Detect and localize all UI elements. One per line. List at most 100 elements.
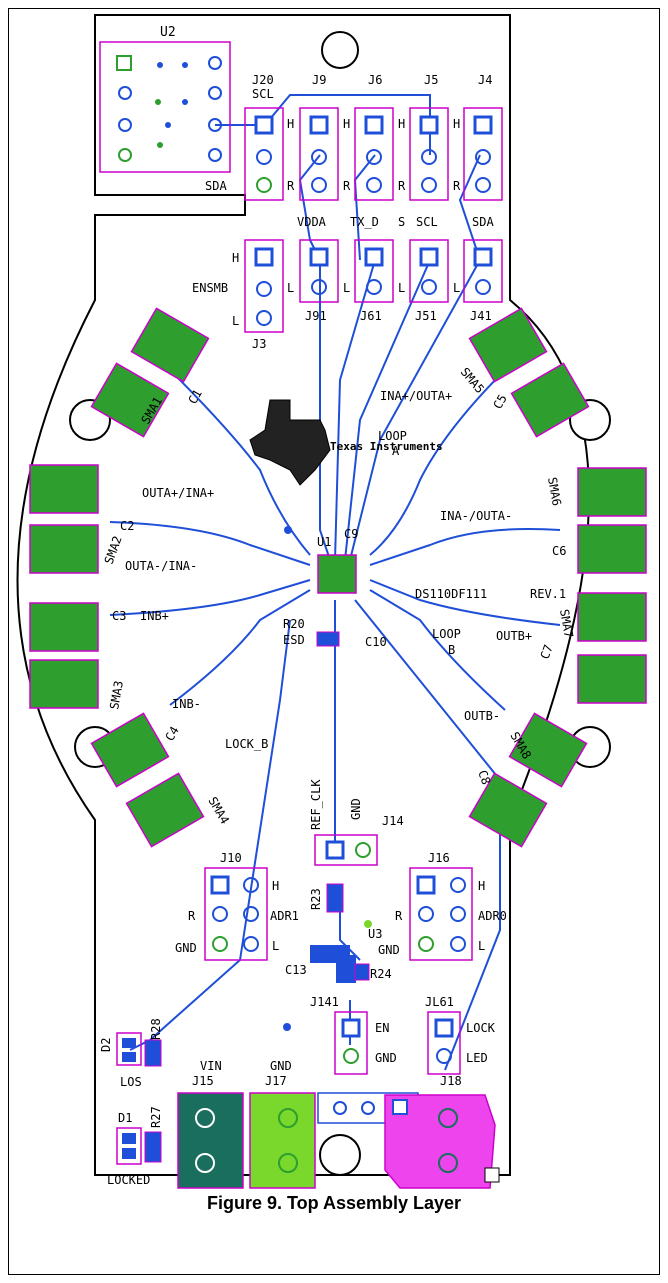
j3-pin3 — [256, 310, 272, 326]
j18-hole — [438, 1108, 458, 1128]
j61-outline — [354, 239, 394, 303]
r28-label: R28 — [149, 1018, 163, 1040]
sma8-connector: C8 SMA8 — [468, 712, 588, 848]
u2-outline — [99, 41, 231, 173]
j5-pin1 — [419, 115, 439, 135]
r24-part — [354, 963, 370, 981]
j4-pin1 — [473, 115, 493, 135]
j20-outline — [244, 107, 284, 201]
outb-pos-label: OUTB+ — [496, 629, 532, 643]
j3-pin1 — [254, 247, 274, 267]
j16-pin — [418, 936, 434, 952]
sma5-pad — [468, 307, 548, 383]
h-label: H — [272, 879, 279, 893]
j15-hole — [195, 1108, 215, 1128]
header-j5: J5 H R — [398, 73, 449, 201]
logo-text: Texas Instruments — [330, 440, 443, 453]
j4-pin2 — [475, 149, 491, 165]
ti-logo: Texas Instruments — [249, 399, 443, 486]
j6-pin1 — [364, 115, 384, 135]
j61-pin1 — [364, 247, 384, 267]
u2-via — [182, 62, 188, 68]
r23-part — [326, 883, 344, 913]
j18-pad — [384, 1094, 496, 1189]
c1-label: C1 — [185, 387, 204, 407]
u1-label: U1 — [317, 535, 331, 549]
header-j9: J9 H R — [287, 73, 339, 201]
j20-pin2 — [256, 149, 272, 165]
ina-outa-label: INA+/OUTA+ — [380, 389, 452, 403]
l-label: L — [398, 281, 405, 295]
d1-label: D1 — [118, 1111, 132, 1125]
scl-label: SCL — [252, 87, 274, 101]
h-label: H — [287, 117, 294, 131]
j6-label: J6 — [368, 73, 382, 87]
l-label: L — [287, 281, 294, 295]
en-label: EN — [375, 1021, 389, 1035]
j41-label: J41 — [470, 309, 492, 323]
l-label: L — [272, 939, 279, 953]
adr1-label: ADR1 — [270, 909, 299, 923]
sma1-pad — [130, 307, 210, 383]
j15-label: J15 — [192, 1074, 214, 1088]
h-label: H — [343, 117, 350, 131]
sma7-pad — [577, 654, 647, 704]
ina-outa-neg-label: INA-/OUTA- — [440, 509, 512, 523]
r-label: R — [398, 179, 406, 193]
ensmb-label: ENSMB — [192, 281, 228, 295]
c13-label: C13 — [285, 963, 307, 977]
j9-outline — [299, 107, 339, 201]
j91-pin1 — [309, 247, 329, 267]
mount-hole-top — [321, 31, 359, 69]
a-label: A — [392, 444, 400, 458]
header-j3: H ENSMB L J3 — [192, 239, 284, 351]
header-j6: J6 H R — [343, 73, 394, 201]
sma3-pad — [29, 659, 99, 709]
j10-pin — [243, 906, 259, 922]
header-pin — [333, 1101, 347, 1115]
u2-via — [157, 142, 163, 148]
outa-ina-neg-label: OUTA-/INA- — [125, 559, 197, 573]
via — [284, 526, 292, 534]
u2-pad — [208, 86, 222, 100]
j3-outline — [244, 239, 284, 333]
j51-pin2 — [421, 279, 437, 295]
j10-pin — [243, 877, 259, 893]
j10-pin — [212, 936, 228, 952]
gnd2-label: GND — [378, 943, 400, 957]
sma4-pad — [90, 712, 170, 788]
j6-pin3 — [366, 177, 382, 193]
h-label: H — [232, 251, 239, 265]
part-label: DS110DF111 — [415, 587, 487, 601]
j18-pin1 — [392, 1099, 408, 1115]
sma5-pad — [510, 362, 590, 438]
jl61-pin1 — [434, 1018, 454, 1038]
sma7-label: SMA7 — [557, 608, 576, 639]
sma3-connector: C3 SMA3 — [29, 602, 126, 711]
lock-label: LOCK — [466, 1021, 496, 1035]
j6-pin2 — [366, 149, 382, 165]
texas-state-shape-icon — [249, 399, 331, 486]
u3-via — [364, 920, 372, 928]
r23-label: R23 — [309, 888, 323, 910]
l-label: L — [478, 939, 485, 953]
loop-a-label: LOOP — [378, 429, 407, 443]
j17-hole — [278, 1108, 298, 1128]
gnd4-label: GND — [270, 1059, 292, 1073]
u2-pad — [208, 56, 222, 70]
j41-pin2 — [475, 279, 491, 295]
u1-body — [317, 554, 357, 594]
u3-pad — [336, 955, 356, 983]
d1-pad — [122, 1148, 136, 1159]
j3-pin2 — [256, 281, 272, 297]
u2-pad — [208, 118, 222, 132]
j61-label: J61 — [360, 309, 382, 323]
sma4-pad — [125, 772, 205, 848]
header-j4: J4 H R — [453, 73, 503, 201]
u3-label: U3 — [368, 927, 382, 941]
locked-label: LOCKED — [107, 1173, 150, 1187]
scl2-label: SCL — [416, 215, 438, 229]
inb-pos-label: INB+ — [140, 609, 169, 623]
l-label: L — [343, 281, 350, 295]
sma1-pad — [90, 362, 170, 438]
